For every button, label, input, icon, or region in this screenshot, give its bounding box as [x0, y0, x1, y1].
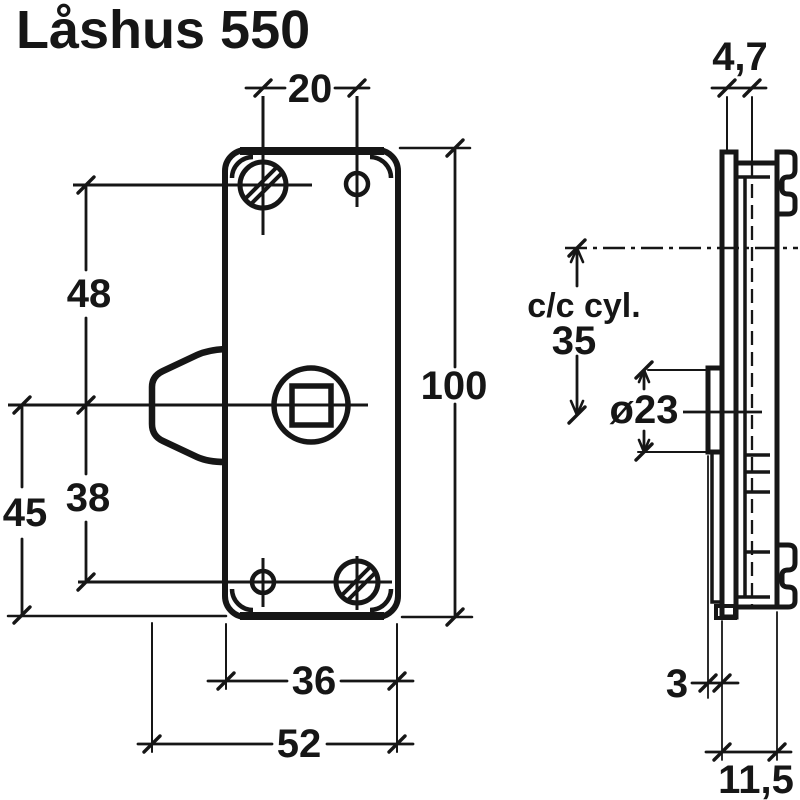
bottom-fixing-tab [774, 542, 798, 610]
front-dimension-ticks [12, 78, 465, 754]
dim-23-label: ø23 [610, 388, 679, 432]
dim-47-label: 4,7 [712, 35, 768, 79]
top-fixing-tab [774, 149, 798, 217]
dim-38-label: 38 [66, 476, 111, 520]
cylinder-collar [705, 365, 725, 455]
dim-45-label: 45 [3, 491, 48, 535]
dim-36-label: 36 [292, 659, 337, 703]
dim-20-label: 20 [288, 67, 333, 111]
side-bump-profile [148, 345, 226, 466]
dim-35-label: 35 [552, 319, 597, 363]
front-view [8, 96, 401, 620]
corner-arc-top-left [229, 154, 254, 179]
bottom-cross-hole [249, 568, 277, 596]
side-view [565, 149, 798, 620]
bottom-screw-slot-line-1 [340, 564, 373, 597]
side-dimension-ticks [567, 78, 787, 762]
dim-52-label: 52 [277, 722, 322, 766]
corner-arc-bottom-left [229, 588, 254, 613]
dim-100-label: 100 [421, 364, 488, 408]
spindle-hub-circle [271, 365, 351, 445]
dim-3-label: 3 [666, 662, 688, 706]
corner-arc-top-right [369, 154, 394, 179]
front-dimensions: 20 48 38 45 100 36 52 [3, 67, 488, 766]
top-screw-head [237, 159, 289, 211]
top-cross-hole [343, 170, 371, 198]
dim-cc-cyl-label: c/c cyl. [527, 287, 640, 325]
lock-body-profile [733, 160, 780, 610]
faceplate-foot [714, 604, 737, 620]
top-screw-slot-line-1 [244, 165, 279, 200]
drawing-title: Låshus 550 [16, 0, 310, 60]
spindle-square-hole [289, 383, 334, 428]
top-screw-slot-line-2 [250, 170, 285, 205]
dim-115-label: 11,5 [718, 758, 794, 800]
corner-arc-bottom-right [369, 588, 394, 613]
dim-48-label: 48 [67, 272, 112, 316]
side-dimensions: 4,7 c/c cyl. 35 ø23 3 11,5 [527, 35, 794, 800]
bottom-screw-slot-line-2 [345, 569, 379, 603]
lower-front-strip [710, 450, 724, 604]
bottom-screw-head [333, 558, 381, 606]
